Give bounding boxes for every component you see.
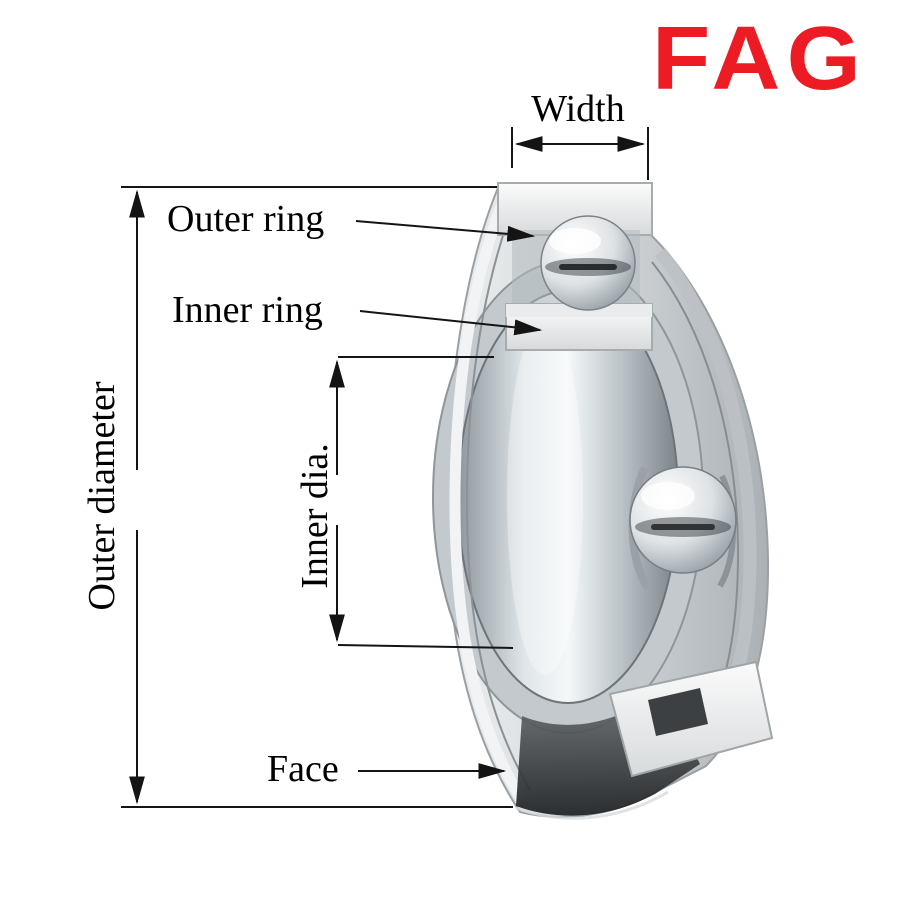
width-label: Width: [531, 88, 625, 130]
outer-ring-groove-line: [465, 205, 531, 791]
bottom-section-notch: [648, 688, 708, 736]
outer-ring-leader: [355, 220, 536, 242]
dimension-lines: [121, 127, 649, 808]
width-dimension: [511, 127, 649, 180]
outer-ring-cut-face: [449, 193, 527, 803]
id-extension-bottom: [337, 644, 514, 649]
inner-ring-leader: [359, 310, 543, 336]
inner-dia-dimension: [329, 356, 514, 649]
inner-dia-label: Inner dia.: [294, 443, 337, 589]
fag-logo: FAG: [652, 9, 868, 109]
ball-middle-highlight: [641, 482, 695, 510]
bottom-rim-light: [515, 790, 669, 820]
bore-highlight: [507, 319, 583, 675]
ball-bearing-cutaway: [432, 182, 774, 820]
outer-ring-label: Outer ring: [167, 198, 325, 240]
inner-ring-section-step: [506, 304, 652, 317]
outer-diameter-dimension: [121, 186, 513, 808]
inner-ring-label: Inner ring: [172, 289, 323, 331]
ball-top-highlight: [549, 228, 601, 254]
face-label: Face: [267, 748, 339, 790]
outer-diameter-label: Outer diameter: [81, 381, 124, 611]
